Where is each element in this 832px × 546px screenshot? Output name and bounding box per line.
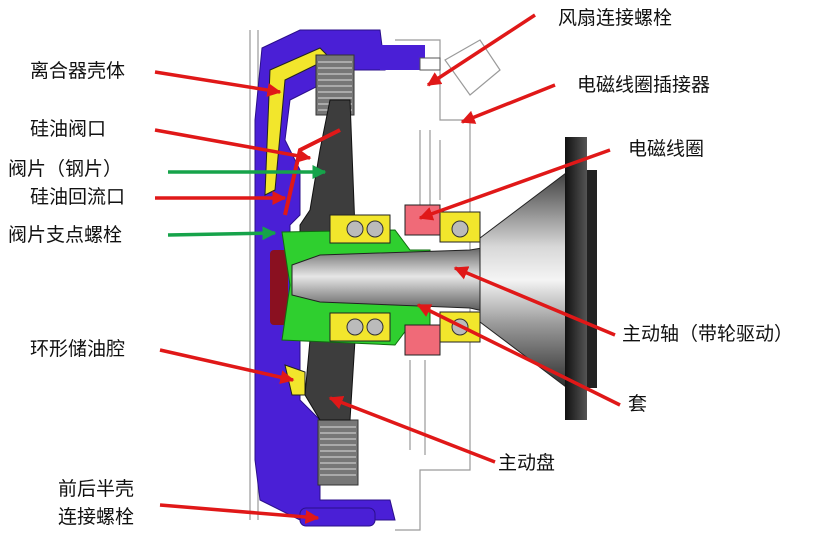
label-half-shell-bolt-2: 连接螺栓 — [58, 506, 135, 528]
label-oil-valve-port: 硅油阀口 — [30, 118, 107, 140]
pulley-flange — [565, 137, 587, 420]
arrow-drive-shaft — [453, 266, 616, 337]
coil-upper — [404, 204, 441, 236]
label-ring-reservoir: 环形储油腔 — [30, 338, 126, 360]
label-drive-shaft: 主动轴（带轮驱动） — [622, 323, 794, 345]
fins-bottom — [317, 419, 359, 486]
reservoir-dark — [270, 250, 288, 325]
coil-lower — [404, 324, 441, 356]
arrow-oil-valve-port — [154, 128, 312, 163]
arrow-drive-disc — [328, 396, 496, 464]
arrow-housing — [154, 70, 282, 97]
fan-bolt-boss — [380, 45, 425, 70]
label-half-shell-bolt-1: 前后半壳 — [58, 478, 135, 500]
label-coil: 电磁线圈 — [628, 138, 705, 160]
bearing-group — [329, 211, 481, 343]
label-coil-connector: 电磁线圈插接器 — [577, 74, 711, 96]
label-oil-return-port: 硅油回流口 — [30, 186, 126, 208]
arrow-sleeve — [416, 303, 621, 407]
fan-bolt — [419, 57, 441, 71]
leader-lines — [154, 13, 621, 524]
arrow-pivot-bolt — [167, 226, 277, 241]
arrow-coil-connector — [460, 83, 556, 124]
label-fan-bolt: 风扇连接螺栓 — [558, 7, 673, 29]
label-drive-disc: 主动盘 — [498, 452, 556, 474]
arrow-fan-bolt — [426, 13, 536, 87]
arrow-ring-reservoir — [159, 348, 295, 385]
label-sleeve: 套 — [628, 393, 648, 415]
arrow-coil — [418, 148, 611, 221]
pulley-rim — [587, 170, 597, 388]
arrow-half-shell-bolt — [159, 503, 320, 524]
label-valve-pivot-bolt: 阀片支点螺栓 — [8, 224, 123, 246]
label-valve-plate: 阀片（钢片） — [8, 158, 123, 180]
label-housing: 离合器壳体 — [30, 60, 126, 82]
